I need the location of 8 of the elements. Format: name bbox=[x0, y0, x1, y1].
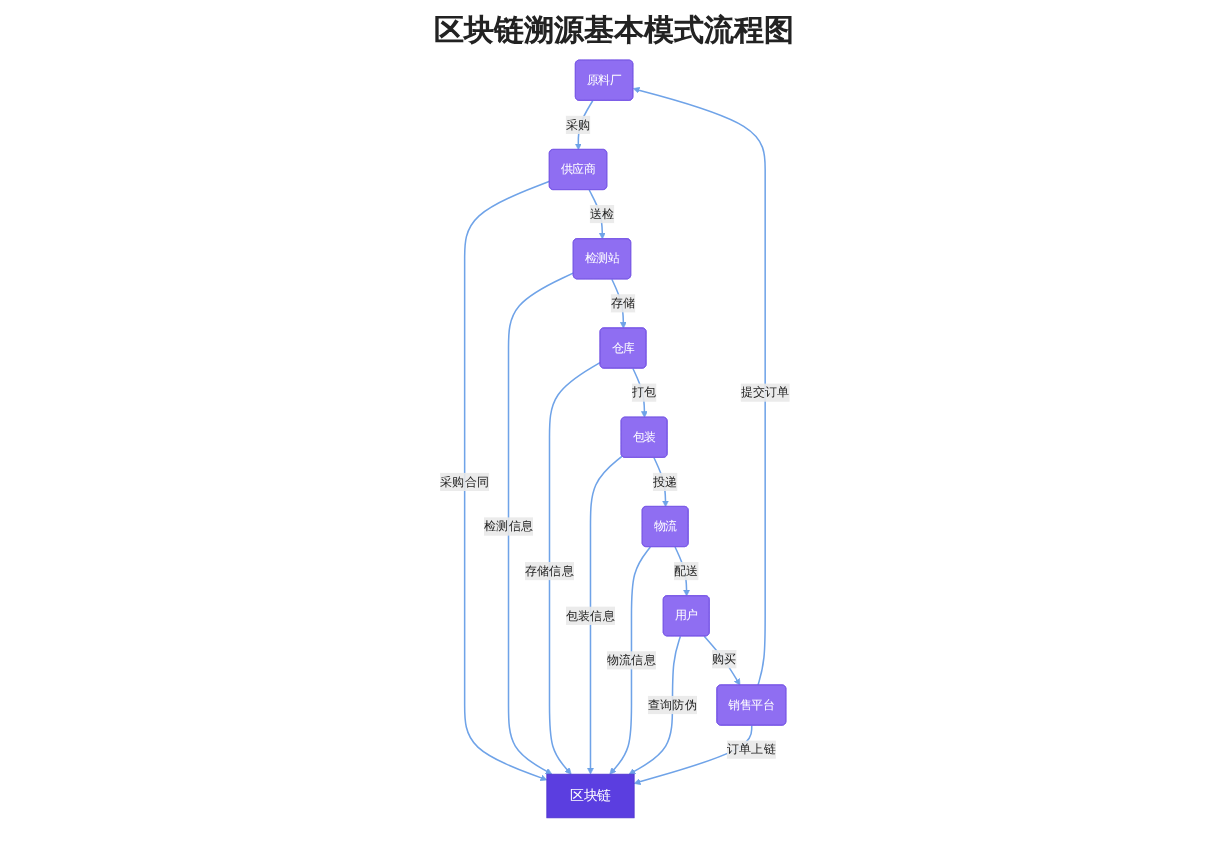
arrow bbox=[547, 361, 601, 775]
arrow bbox=[462, 180, 550, 781]
arrow bbox=[506, 272, 574, 775]
arrow bbox=[627, 635, 681, 775]
arrow bbox=[586, 455, 623, 775]
arrow bbox=[608, 546, 651, 775]
diagram-title: 区块链溯源基本模式流程图 bbox=[432, 10, 796, 52]
arrow bbox=[702, 635, 740, 686]
